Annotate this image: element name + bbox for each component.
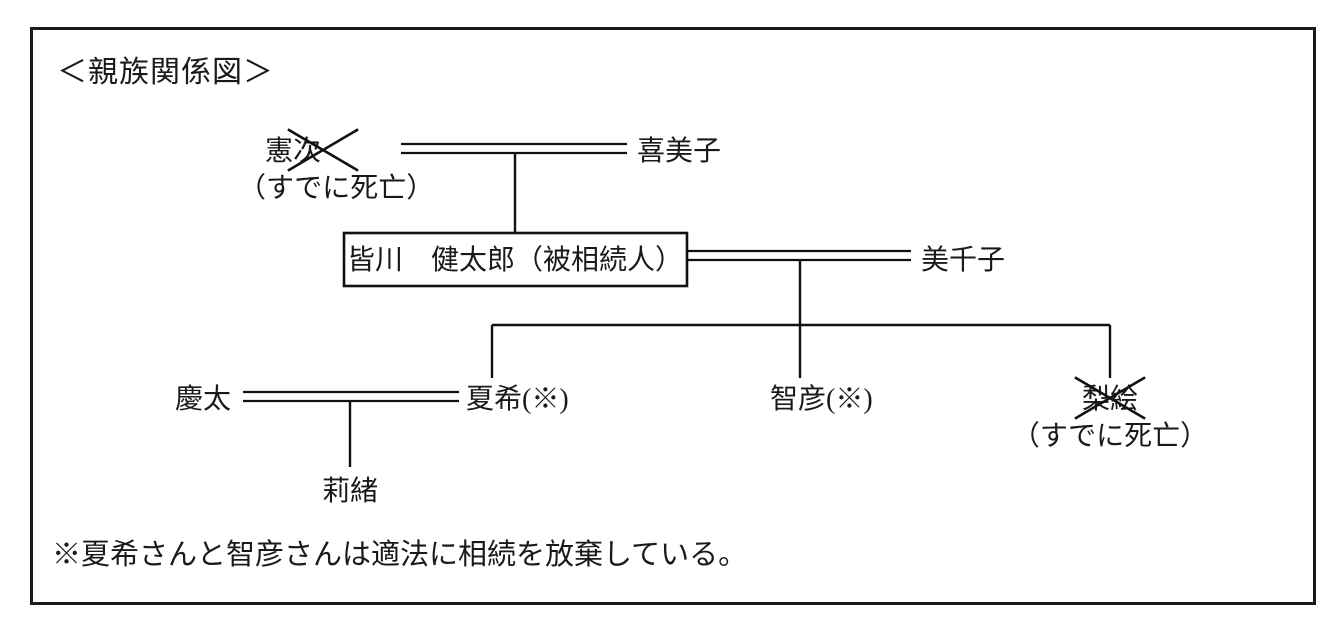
person-label-kenji: 憲次 <box>265 135 321 167</box>
person-box-kentaro <box>342 231 689 288</box>
person-status-rie: （すでに死亡） <box>1012 420 1208 452</box>
outer-frame <box>30 27 1316 605</box>
person-label-rio: 莉緒 <box>322 475 378 507</box>
person-label-keita: 慶太 <box>175 383 231 415</box>
footnote-text: ※夏希さんと智彦さんは適法に相続を放棄している。 <box>52 538 747 571</box>
person-label-natsuki: 夏希(※) <box>466 383 569 415</box>
person-label-michiko: 美千子 <box>921 244 1005 276</box>
person-label-kimiko: 喜美子 <box>637 135 721 167</box>
person-label-tomohiko: 智彦(※) <box>770 383 873 415</box>
deceased-cross-icon-rie <box>1074 376 1146 420</box>
person-label-kentaro: 皆川 健太郎（被相続人） <box>347 244 683 276</box>
person-status-kenji: （すでに死亡） <box>238 172 434 204</box>
page-title: ＜親族関係図＞ <box>57 56 274 89</box>
deceased-cross-icon-kenji <box>287 128 359 172</box>
